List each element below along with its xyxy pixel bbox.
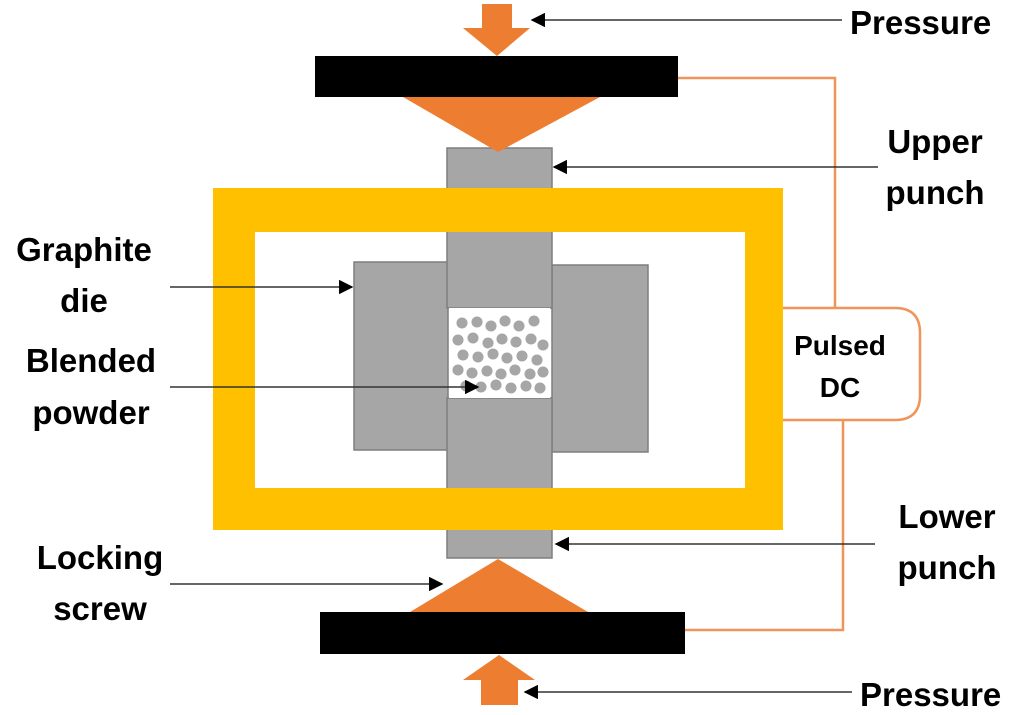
label-upper-punch-line2: punch [886,174,985,211]
lower-press-plate [320,612,685,654]
power-wiring [678,76,845,632]
powder-particle [450,362,466,378]
powder-particle [535,364,551,380]
label-blended-powder-line2: powder [32,394,149,431]
powder-particle [455,347,471,363]
yellow-frame-bottom-bar-front [213,488,783,530]
blended-powder-sample [449,308,551,398]
powder-particle [522,366,538,382]
powder-particle [526,313,542,329]
powder-particle [488,377,504,393]
upper-cone [403,97,600,152]
label-pressure-top: Pressure [850,4,991,41]
powder-particle [507,362,523,378]
powder-particle [469,314,485,330]
pulsed-dc-label-line1: Pulsed [794,330,886,361]
powder-particle [511,318,527,334]
powder-particle [508,334,524,350]
wire-top [678,76,837,308]
powder-particle [529,352,545,368]
powder-particle [454,315,470,331]
graphite-die-left [353,261,449,451]
powder-particle [450,332,466,348]
powder-particle [494,331,510,347]
pulsed-dc-source: Pulsed DC [778,306,922,422]
pulsed-dc-label-line2: DC [820,372,860,403]
label-locking-screw-line1: Locking [37,539,164,576]
label-blended-powder-line1: Blended [26,342,156,379]
label-pressure-bottom: Pressure [860,676,1001,713]
pressure-arrow-down [463,4,530,56]
label-lower-punch-line2: punch [898,549,997,586]
label-lower-punch-line1: Lower [898,498,995,535]
powder-particle [497,313,513,329]
lower-punch [446,397,553,559]
label-graphite-die-line2: die [60,282,108,319]
yellow-frame-top-bar-front [213,188,783,232]
powder-particle [518,378,534,394]
powder-particle [483,318,499,334]
powder-particle [523,331,539,347]
powder-particle [532,380,548,396]
powder-particle [485,346,501,362]
upper-press-plate [315,56,678,97]
wire-bottom [685,420,845,632]
label-graphite-die-line1: Graphite [16,231,152,268]
pressure-arrow-up [463,655,535,705]
pulsed-dc-box [778,306,922,422]
powder-particle [535,337,551,353]
powder-particle [465,330,481,346]
powder-particle [479,363,495,379]
powder-particle [470,349,486,365]
powder-particle [458,378,474,394]
powder-particle [499,350,515,366]
powder-particle [464,365,480,381]
powder-particle [503,380,519,396]
leader-lines [170,12,878,700]
graphite-die-right [551,264,649,453]
label-locking-screw-line2: screw [53,590,147,627]
lower-cone [410,559,588,612]
powder-particles [450,313,551,396]
label-upper-punch-line1: Upper [887,123,983,160]
powder-particle [514,348,530,364]
